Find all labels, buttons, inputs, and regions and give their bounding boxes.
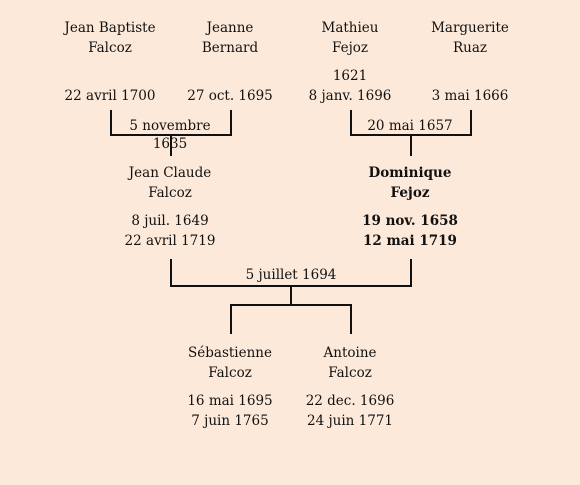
person-first-name: Sébastienne — [188, 345, 272, 361]
connector-line — [170, 134, 172, 156]
connector-line — [170, 259, 172, 287]
birth-date: 19 nov. 1658 — [362, 213, 458, 229]
person-jean-baptiste-falcoz: Jean Baptiste Falcoz — [35, 18, 185, 58]
birth-date: 1621 — [332, 68, 368, 84]
person-first-name: Mathieu — [321, 20, 379, 36]
person-first-name: Dominique — [368, 165, 452, 181]
person-jean-claude-falcoz: Jean Claude Falcoz 8 juil. 1649 22 avril… — [95, 163, 245, 251]
connector-line — [350, 304, 352, 334]
person-first-name: Jeanne — [206, 20, 254, 36]
death-date: 7 juin 1765 — [191, 413, 269, 429]
birth-date: 8 juil. 1649 — [131, 213, 209, 229]
connector-line — [410, 134, 412, 156]
death-date: 3 mai 1666 — [431, 88, 509, 104]
person-last-name: Falcoz — [328, 365, 372, 381]
death-date: 8 janv. 1696 — [308, 88, 392, 104]
person-dominique-fejoz: Dominique Fejoz 19 nov. 1658 12 mai 1719 — [335, 163, 485, 251]
connector-line — [350, 110, 352, 136]
person-last-name: Falcoz — [208, 365, 252, 381]
death-date: 12 mai 1719 — [363, 233, 457, 249]
person-dates: 27 oct. 1695 — [155, 86, 305, 106]
person-first-name: Marguerite — [431, 20, 509, 36]
person-dates: 16 mai 1695 7 juin 1765 — [155, 391, 305, 431]
person-last-name: Ruaz — [452, 40, 488, 56]
death-date: 24 juin 1771 — [306, 413, 393, 429]
person-dates: 22 dec. 1696 24 juin 1771 — [275, 391, 425, 431]
connector-line — [230, 304, 352, 306]
connector-line — [470, 110, 472, 136]
person-last-name: Falcoz — [88, 40, 132, 56]
connector-line — [290, 285, 292, 305]
person-marguerite-ruaz: Marguerite Ruaz — [395, 18, 545, 58]
person-last-name: Falcoz — [148, 185, 192, 201]
person-sebastienne-falcoz: Sébastienne Falcoz 16 mai 1695 7 juin 17… — [155, 343, 305, 431]
person-first-name: Jean Claude — [128, 165, 212, 181]
person-last-name: Fejoz — [390, 185, 430, 201]
person-last-name: Bernard — [201, 40, 259, 56]
person-first-name: Jean Baptiste — [64, 20, 156, 36]
death-date: 22 avril 1700 — [64, 88, 156, 104]
connector-line — [230, 110, 232, 136]
person-antoine-falcoz: Antoine Falcoz 22 dec. 1696 24 juin 1771 — [275, 343, 425, 431]
person-first-name: Antoine — [323, 345, 377, 361]
person-jeanne-bernard: Jeanne Bernard — [155, 18, 305, 58]
connector-line — [110, 110, 112, 136]
person-dates: 19 nov. 1658 12 mai 1719 — [335, 211, 485, 251]
marriage-date-falcoz-fejoz: 5 juillet 1694 — [245, 267, 337, 283]
person-dates: 8 juil. 1649 22 avril 1719 — [95, 211, 245, 251]
connector-line — [230, 304, 232, 334]
connector-line — [410, 259, 412, 287]
birth-date: 16 mai 1695 — [187, 393, 273, 409]
death-date: 27 oct. 1695 — [187, 88, 273, 104]
person-last-name: Fejoz — [331, 40, 369, 56]
person-dates: 22 avril 1700 — [35, 86, 185, 106]
birth-date: 22 dec. 1696 — [305, 393, 395, 409]
death-date: 22 avril 1719 — [124, 233, 216, 249]
marriage-date-falcoz-bernard: 5 novembre 1635 — [129, 118, 211, 152]
person-dates: 1621 8 janv. 1696 — [275, 66, 425, 106]
person-mathieu-fejoz: Mathieu Fejoz — [275, 18, 425, 58]
marriage-date-fejoz-ruaz: 20 mai 1657 — [367, 118, 453, 134]
person-dates: 3 mai 1666 — [395, 86, 545, 106]
